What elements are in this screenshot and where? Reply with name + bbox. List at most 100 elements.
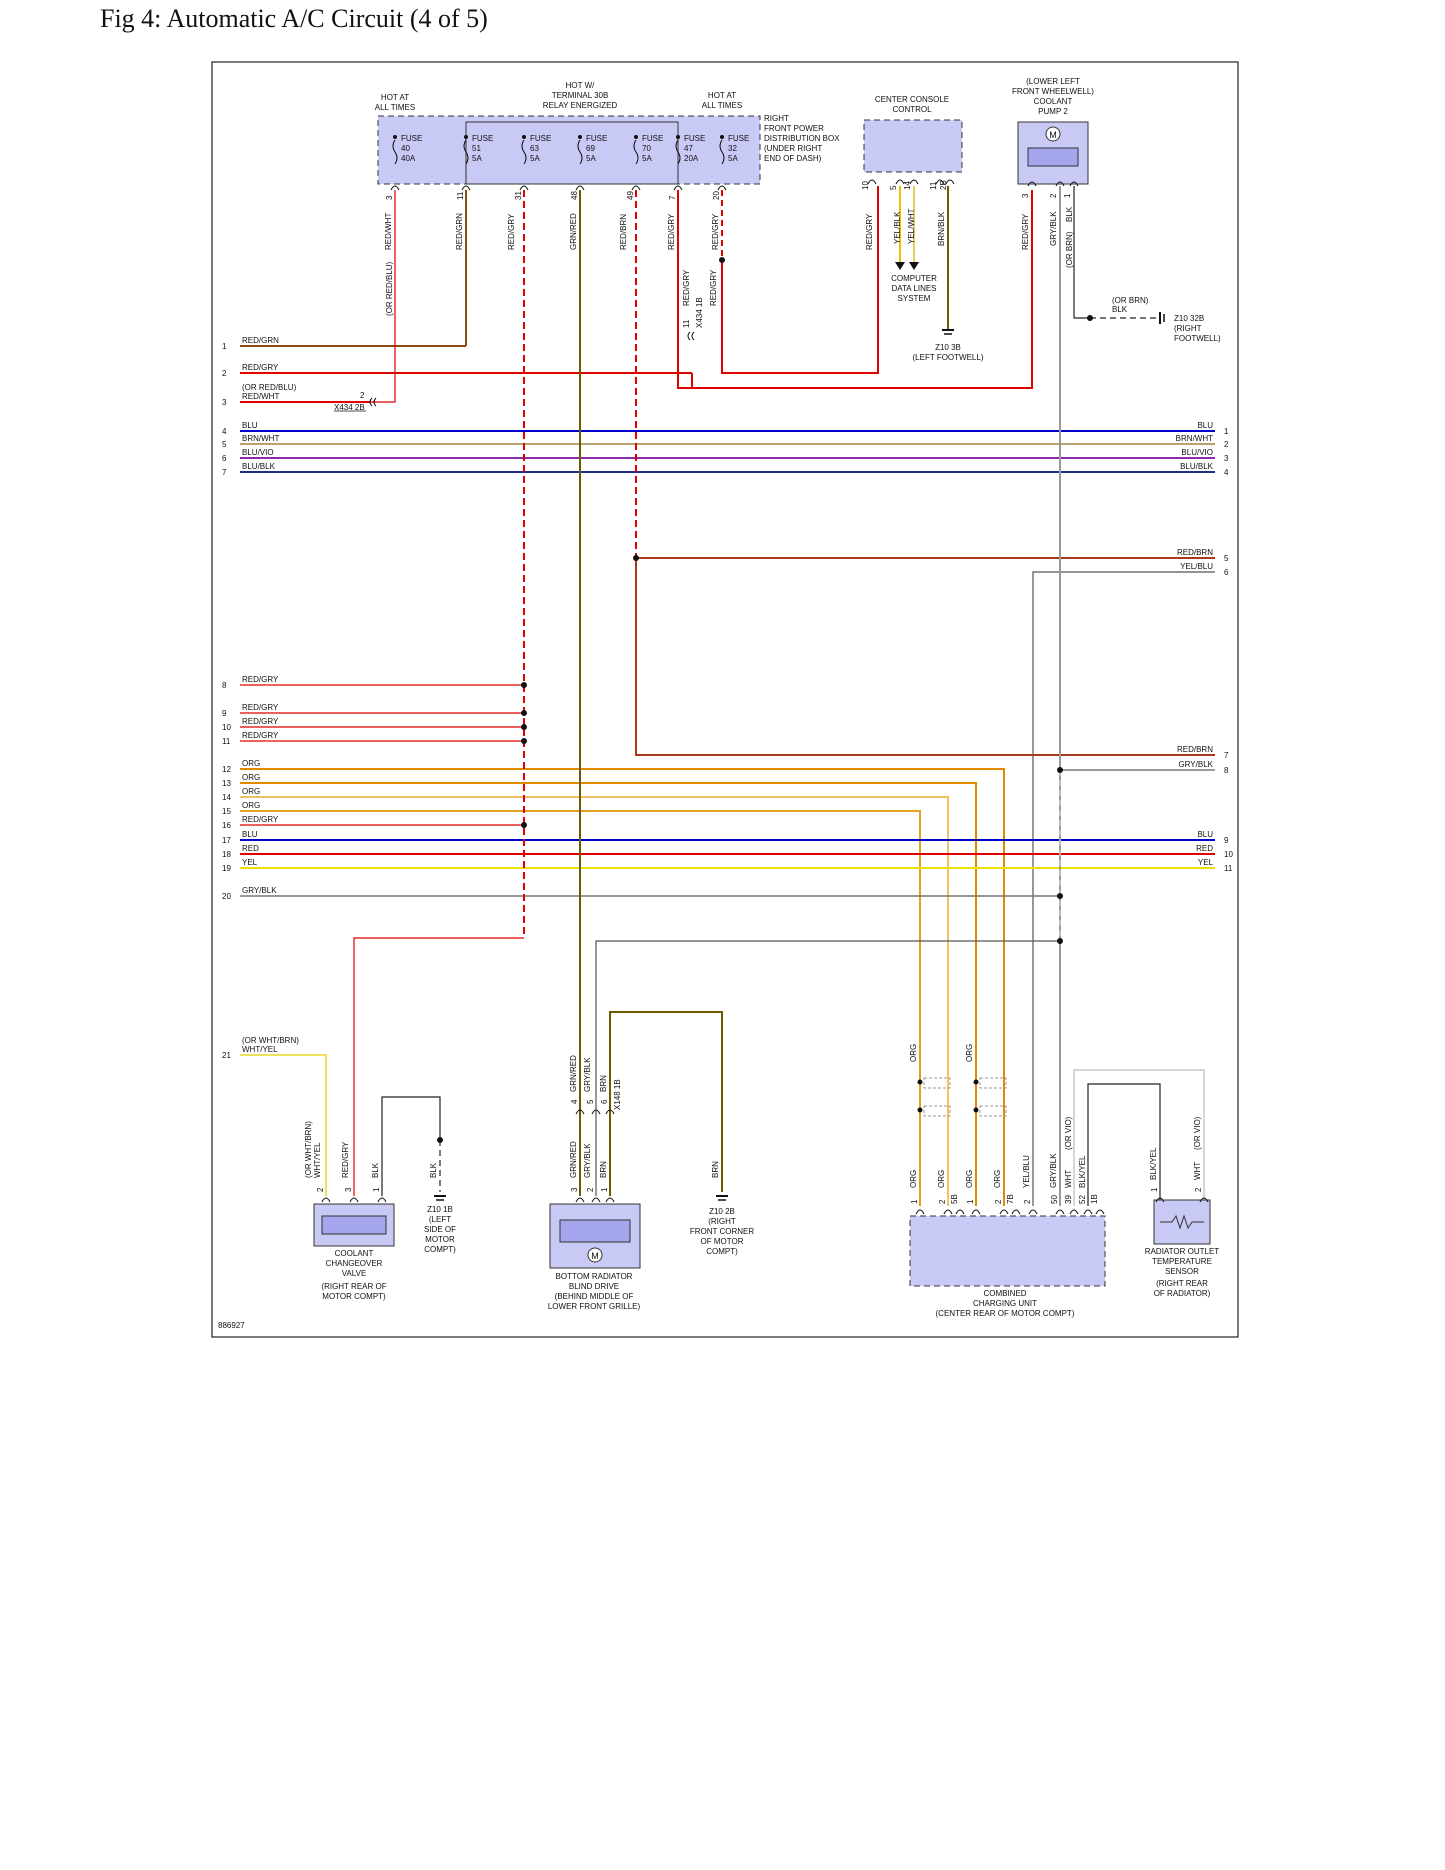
- blind-upper-pin: 5: [586, 1099, 595, 1104]
- svg-text:(CENTER REAR OF MOTOR COMPT): (CENTER REAR OF MOTOR COMPT): [936, 1309, 1075, 1318]
- svg-text:(RIGHT REAR OF: (RIGHT REAR OF: [321, 1282, 386, 1291]
- fuse-number: 51: [472, 144, 481, 153]
- ground-z10-2b: Z10 2B (RIGHT FRONT CORNER OF MOTOR COMP…: [690, 1195, 754, 1256]
- pump-wire-orbrn: (OR BRN): [1065, 231, 1074, 268]
- fuse-name: FUSE: [728, 134, 749, 143]
- fuse-pin: 7: [668, 195, 677, 200]
- svg-text:FRONT WHEELWELL): FRONT WHEELWELL): [1012, 87, 1094, 96]
- charging-pin: 5B: [950, 1194, 959, 1204]
- bus-wire-label: BLU: [242, 830, 258, 839]
- svg-text:(OR BRN): (OR BRN): [1112, 296, 1149, 305]
- svg-text:Z10 3B: Z10 3B: [935, 343, 961, 352]
- charging-pin: 2: [994, 1199, 1003, 1204]
- bus-line-13: [240, 782, 977, 1206]
- svg-text:PUMP 2: PUMP 2: [1038, 107, 1068, 116]
- svg-text:(LEFT FOOTWELL): (LEFT FOOTWELL): [913, 353, 984, 362]
- hot-label-3b: ALL TIMES: [702, 101, 742, 110]
- svg-text:DATA LINES: DATA LINES: [891, 284, 936, 293]
- bus-wire-label: BRN/WHT: [1176, 434, 1213, 443]
- svg-text:CENTER CONSOLE: CENTER CONSOLE: [875, 95, 949, 104]
- svg-text:BRN: BRN: [599, 1075, 608, 1092]
- fuse-wire-label: RED/GRY: [711, 213, 720, 250]
- svg-text:BLK/YEL: BLK/YEL: [1149, 1147, 1158, 1180]
- bus-number: 14: [222, 793, 231, 802]
- fuses: FUSE4040A3FUSE515A11FUSE635A31FUSE695A48…: [385, 134, 749, 200]
- bus-number: 17: [222, 836, 231, 845]
- bus-number: 6: [1224, 568, 1229, 577]
- svg-text:(LOWER LEFT: (LOWER LEFT: [1026, 77, 1080, 86]
- bus-line-r6: [1032, 571, 1215, 1206]
- figure-id: 886927: [218, 1321, 245, 1330]
- svg-text:ORG: ORG: [965, 1170, 974, 1188]
- blind-pin: 1: [600, 1187, 609, 1192]
- fuse-pin: 49: [626, 191, 635, 200]
- sensor-pin: 2: [1194, 1187, 1203, 1192]
- fuse-amps: 5A: [586, 154, 596, 163]
- left-bus-row-6: 6 BLU/VIO: [222, 448, 274, 463]
- wire-valve-blk: [381, 1096, 441, 1196]
- wire-21-whtyel: [240, 1054, 327, 1196]
- sensor-pin: 1: [1150, 1187, 1159, 1192]
- svg-text:11: 11: [682, 319, 691, 328]
- bus-wire-label: BLU/BLK: [242, 462, 276, 471]
- charging-pin: 2: [938, 1199, 947, 1204]
- fuse-name: FUSE: [684, 134, 705, 143]
- ground-z10-3b: Z10 3B (LEFT FOOTWELL): [913, 329, 984, 362]
- hot-label-2b: TERMINAL 30B: [552, 91, 609, 100]
- bus-wire-label: BLU/VIO: [242, 448, 274, 457]
- hot-label-2c: RELAY ENERGIZED: [543, 101, 618, 110]
- bus-wire-label: BRN/WHT: [242, 434, 279, 443]
- center-console: CENTER CONSOLE CONTROL: [863, 95, 963, 173]
- junction-dots: [437, 257, 1093, 1143]
- bus-wire-alt: (OR RED/BLU): [242, 383, 297, 392]
- console-wire-brnblk: BRN/BLK: [937, 211, 946, 246]
- bus-wire-label: YEL: [242, 858, 258, 867]
- power-labels: HOT AT ALL TIMES HOT W/ TERMINAL 30B REL…: [375, 81, 742, 112]
- hot-label-1b: ALL TIMES: [375, 103, 415, 112]
- coolant-valve: COOLANT CHANGEOVER VALVE (RIGHT REAR OF …: [313, 1203, 395, 1301]
- bus-wire-label: BLU: [1197, 421, 1213, 430]
- connector-x434-2b: X434 2B 2: [334, 391, 377, 412]
- fuse-wire-label: RED/GRN: [455, 213, 464, 250]
- fuse-name: FUSE: [586, 134, 607, 143]
- thermistor-icon: [1160, 1214, 1204, 1230]
- bus-wire-label: BLU: [242, 421, 258, 430]
- wire-sensor-wht: [1073, 1069, 1205, 1206]
- fuse-amps: 5A: [728, 154, 738, 163]
- fuse-name: FUSE: [642, 134, 663, 143]
- console-pin: 2B: [939, 180, 948, 190]
- diagram-frame: [211, 61, 1239, 1338]
- svg-text:BOTTOM RADIATOR: BOTTOM RADIATOR: [556, 1272, 633, 1281]
- svg-text:(RIGHT: (RIGHT: [1174, 324, 1202, 333]
- bus-wire-label: RED/GRN: [242, 336, 279, 345]
- charging-pin: 7B: [1006, 1194, 1015, 1204]
- bus-line-12: [240, 768, 1005, 1206]
- fuse-wire-label: RED/GRY: [667, 213, 676, 250]
- svg-text:(LEFT: (LEFT: [429, 1215, 451, 1224]
- console-wire-yelwht: YEL/WHT: [907, 208, 916, 244]
- charging-unit-wire-labels: ORG ORG ORG ORG ORG ORG YEL/BLU GRY/BLK …: [909, 1044, 1087, 1188]
- wire-blind-brn: [609, 1011, 723, 1196]
- bus-line-15: [240, 810, 921, 1206]
- bus-wire-label: BLU/VIO: [1181, 448, 1213, 457]
- console-wire-yelblk: YEL/BLK: [893, 211, 902, 244]
- bus-number: 6: [222, 454, 227, 463]
